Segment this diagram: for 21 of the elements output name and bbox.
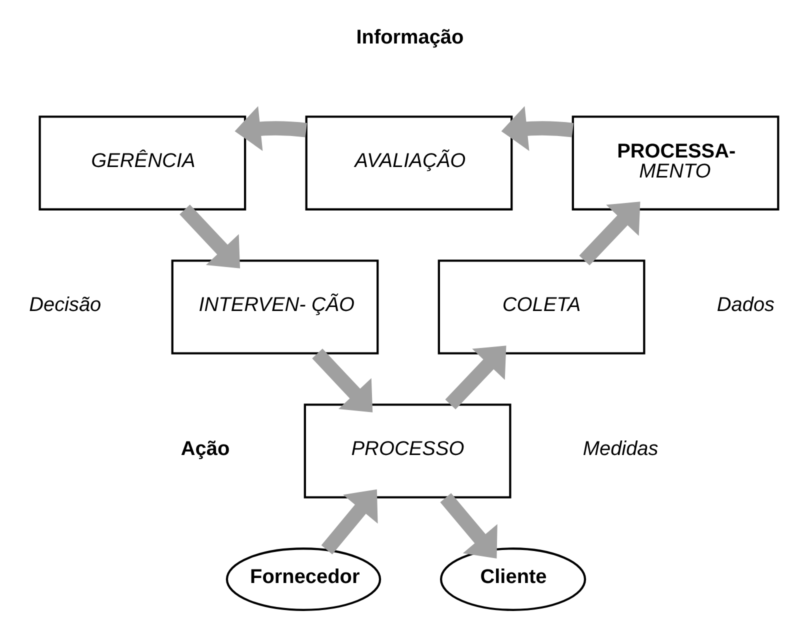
arrow	[312, 348, 373, 412]
arrow	[445, 346, 506, 410]
node-box: PROCESSA- MENTO	[572, 116, 780, 210]
arrow	[321, 489, 378, 554]
label: Informação	[356, 26, 464, 49]
arrow	[234, 106, 307, 151]
node-ellipse: Cliente	[440, 548, 586, 611]
arrow	[579, 202, 640, 266]
label: Medidas	[582, 438, 658, 460]
node-box: INTERVEN- ÇÃO	[171, 260, 379, 354]
label: Decisão	[29, 294, 102, 316]
node-box: COLETA	[438, 260, 646, 354]
node-box: GERÊNCIA	[38, 116, 246, 210]
label: Dados	[716, 294, 775, 316]
label: Ação	[180, 438, 230, 460]
arrow	[501, 106, 574, 151]
arrow	[440, 493, 498, 558]
node-box: PROCESSO	[304, 404, 512, 498]
node-box: AVALIAÇÃO	[305, 116, 513, 210]
node-ellipse: Fornecedor	[226, 548, 382, 611]
arrow	[180, 204, 240, 268]
